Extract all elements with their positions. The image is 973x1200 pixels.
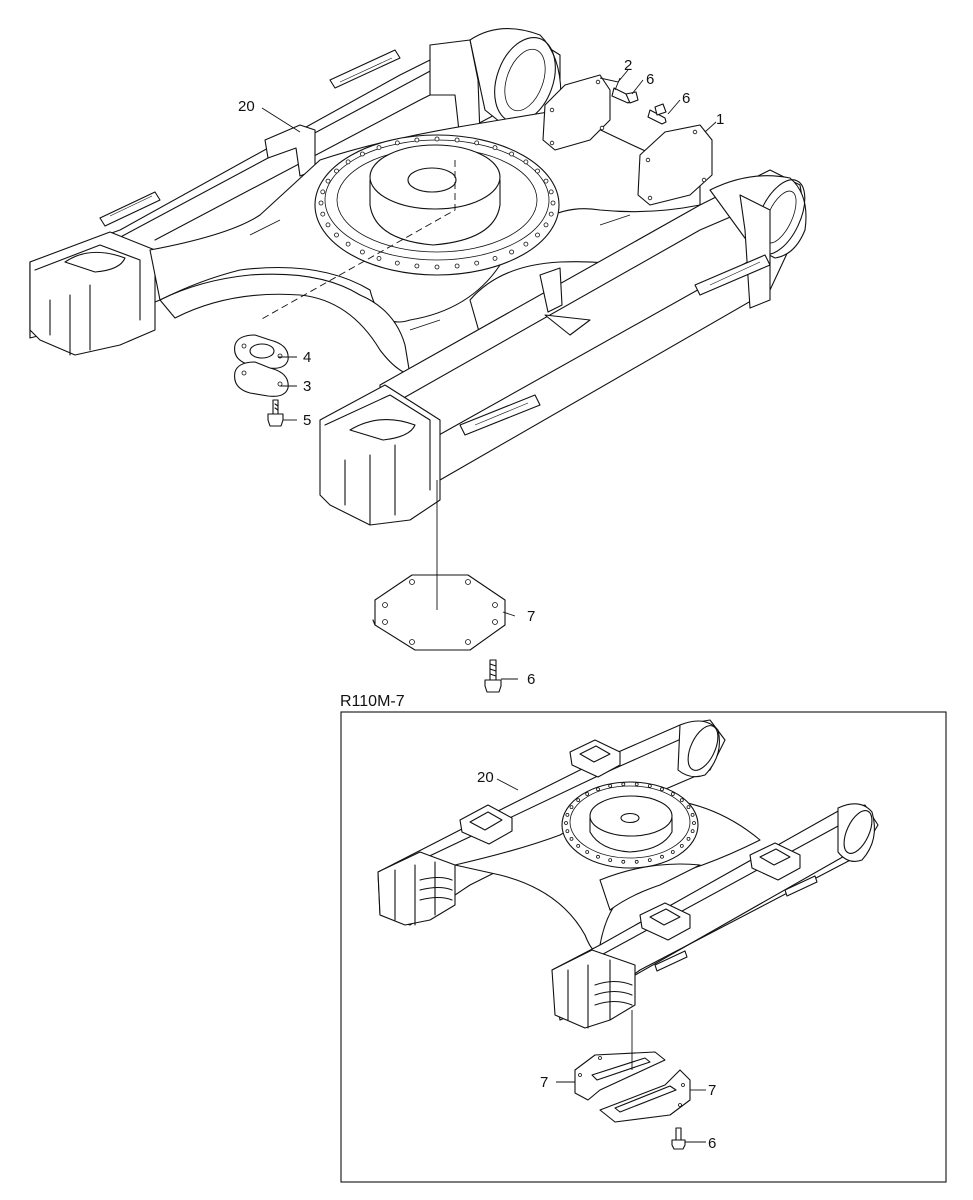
inset-label-cover-7-right: 7	[708, 1082, 716, 1099]
bolt-hole	[596, 787, 600, 792]
bolt-hole	[318, 200, 324, 206]
bolt-hole	[523, 159, 529, 165]
bolt-hole	[608, 784, 613, 788]
label-bolt-5: 5	[303, 412, 311, 429]
plate-part-4	[234, 334, 289, 369]
bolt-hole	[686, 805, 691, 809]
shim-part-3	[234, 361, 289, 397]
inset-label-frame-20: 20	[477, 769, 494, 786]
bolt-hole	[334, 168, 339, 174]
bolt-hole	[543, 178, 549, 184]
bolt-hole	[692, 821, 696, 825]
inset-cover-7-left	[574, 1051, 666, 1101]
bolt-part-5	[267, 399, 284, 427]
bolt-hole	[434, 136, 440, 142]
inset-bolt-6	[671, 1127, 686, 1150]
bolt-hole	[359, 151, 365, 157]
bolt-hole	[492, 145, 498, 151]
bolt-hole	[492, 255, 498, 261]
bolt-hole	[414, 263, 420, 269]
label-cover-1: 1	[716, 111, 724, 128]
lower-frame-main	[29, 28, 807, 526]
bolt-hole	[523, 241, 529, 247]
bolt-hole	[670, 850, 675, 854]
bolt-hole	[576, 844, 581, 848]
bolt-hole	[585, 792, 590, 796]
bolt-hole	[550, 200, 556, 206]
bolt-hole	[376, 255, 382, 261]
bolt-hole	[621, 859, 626, 864]
bolt-hole	[334, 232, 339, 238]
bolt-hole	[359, 249, 365, 255]
bolt-hole	[345, 159, 351, 165]
inset-ring-bolt-holes	[564, 782, 696, 864]
label-bolt-6-left: 6	[646, 71, 654, 88]
bolt-hole	[576, 798, 581, 802]
bolt-hole	[414, 137, 420, 143]
inset-r110m-7: R110M-7	[340, 693, 947, 1183]
bolt-hole	[596, 854, 600, 859]
bolt-hole	[543, 222, 549, 228]
bolt-hole	[569, 837, 574, 841]
bolt-hole	[660, 787, 664, 792]
label-shim-3: 3	[303, 378, 311, 395]
bolt-hole	[535, 232, 540, 238]
bolt-hole	[647, 858, 652, 862]
inset-label-bolt-6: 6	[708, 1135, 716, 1152]
bolt-hole	[320, 189, 326, 195]
bolt-hole	[670, 792, 675, 796]
bolt-hole	[474, 140, 480, 146]
bolt-hole	[325, 222, 331, 228]
label-bolt-bottom-6: 6	[527, 671, 535, 688]
bolt-6-right	[647, 103, 667, 125]
bolt-hole	[535, 168, 540, 174]
bolt-hole	[634, 782, 639, 787]
label-frame-20: 20	[238, 98, 255, 115]
bolt-hole	[569, 805, 574, 809]
bolt-hole	[394, 140, 400, 146]
bolt-hole	[454, 263, 460, 269]
bolt-6-left	[611, 87, 639, 104]
bolt-hole	[565, 813, 570, 817]
bolt-bottom-6	[484, 659, 502, 693]
lower-frame-inset	[377, 719, 879, 1029]
bolt-hole	[679, 798, 684, 802]
bolt-hole	[434, 264, 440, 270]
bolt-hole	[647, 784, 652, 788]
bolt-hole	[474, 260, 480, 266]
bolt-hole	[690, 829, 695, 833]
label-bottom-cover-7: 7	[527, 608, 535, 625]
bolt-hole	[320, 211, 326, 217]
bolt-hole	[585, 850, 590, 854]
inset-title: R110M-7	[340, 693, 405, 710]
label-plate-4: 4	[303, 349, 311, 366]
label-cover-2: 2	[624, 57, 632, 74]
bolt-hole	[345, 241, 351, 247]
bolt-hole	[394, 260, 400, 266]
bolt-hole	[548, 211, 554, 217]
bolt-hole	[690, 813, 695, 817]
bolt-hole	[325, 178, 331, 184]
bolt-hole	[621, 782, 626, 787]
bolt-hole	[686, 837, 691, 841]
bolt-hole	[679, 844, 684, 848]
bolt-hole	[634, 859, 639, 864]
ring-bolt-holes	[318, 136, 556, 270]
bolt-hole	[608, 858, 613, 862]
bolt-hole	[376, 145, 382, 151]
bolt-hole	[454, 137, 460, 143]
bolt-hole	[509, 151, 515, 157]
label-bolt-6-right: 6	[682, 90, 690, 107]
bolt-hole	[565, 829, 570, 833]
bolt-hole	[509, 249, 515, 255]
cover-part-1	[637, 124, 713, 206]
bottom-cover-part-7	[372, 574, 506, 651]
inset-border	[340, 711, 947, 1183]
bolt-hole	[660, 854, 664, 859]
bolt-hole	[548, 189, 554, 195]
bolt-hole	[564, 821, 568, 825]
inset-label-cover-7-left: 7	[540, 1074, 548, 1091]
cover-part-2	[542, 74, 611, 151]
